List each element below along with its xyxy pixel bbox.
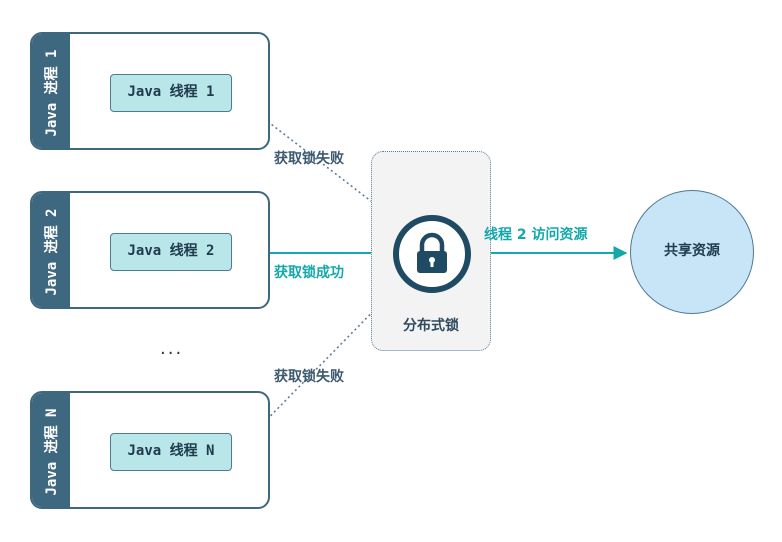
process-n-label: Java 进程 N	[44, 408, 60, 496]
edge-label-fail-top: 获取锁失败	[274, 151, 344, 167]
process-2-tab: Java 进程 2	[32, 193, 70, 307]
process-n: Java 进程 N Java 线程 N	[30, 391, 270, 509]
lock-circle	[393, 215, 471, 293]
lock-label: 分布式锁	[403, 318, 459, 334]
padlock-icon	[417, 232, 447, 273]
edge-label-access: 线程 2 访问资源	[484, 227, 588, 243]
thread-1: Java 线程 1	[110, 74, 232, 112]
process-2: Java 进程 2 Java 线程 2	[30, 191, 270, 309]
process-1-tab: Java 进程 1	[32, 34, 70, 148]
process-n-tab: Java 进程 N	[32, 393, 70, 507]
edge-label-success: 获取锁成功	[274, 265, 344, 281]
process-2-label: Java 进程 2	[44, 208, 60, 296]
ellipsis: ···	[160, 343, 184, 364]
process-1: Java 进程 1 Java 线程 1	[30, 32, 270, 150]
thread-n: Java 线程 N	[110, 433, 232, 471]
shared-resource: 共享资源	[630, 190, 754, 314]
edge-label-fail-bottom: 获取锁失败	[274, 369, 344, 385]
process-1-label: Java 进程 1	[44, 49, 60, 137]
thread-2: Java 线程 2	[110, 233, 232, 271]
